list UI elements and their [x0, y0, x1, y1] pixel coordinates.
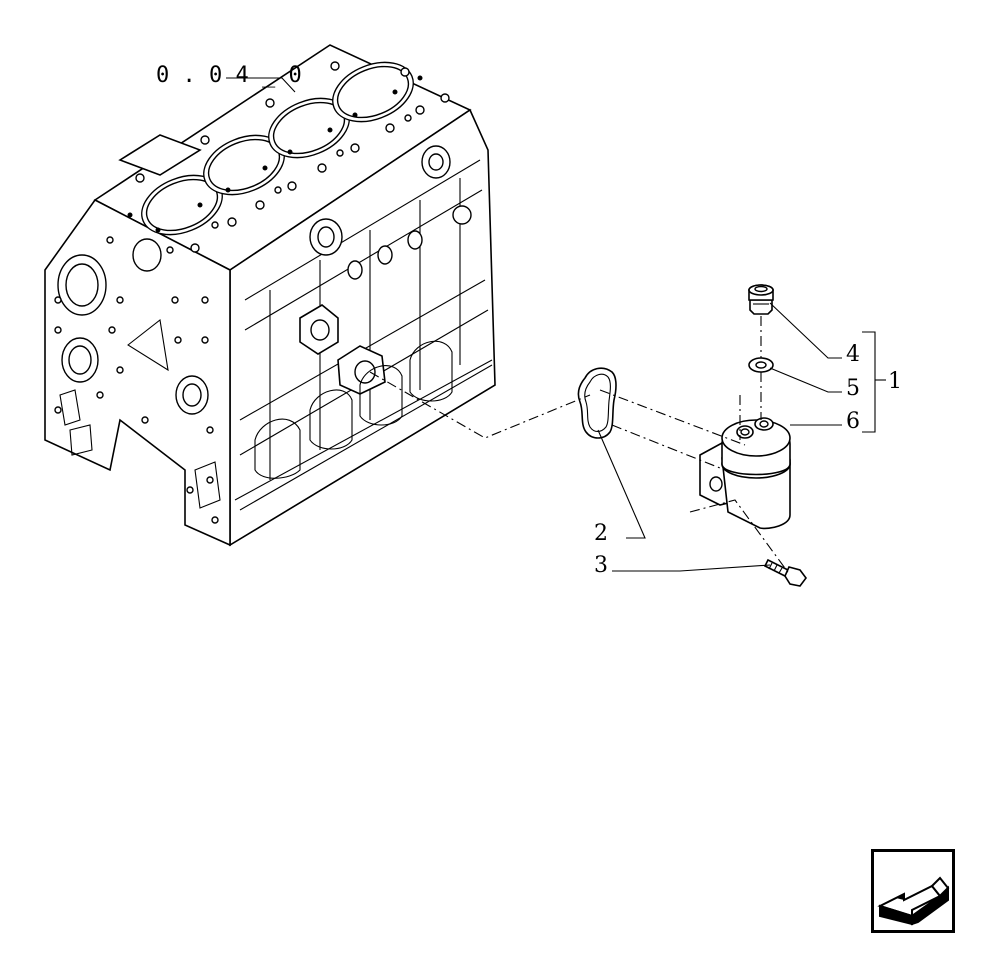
fuel-pump: [699, 417, 791, 530]
back-button[interactable]: [871, 849, 955, 933]
arrow-back-icon: [877, 876, 950, 926]
engine-block: [44, 44, 496, 547]
fitting: [748, 284, 774, 315]
callout-1: 1: [888, 369, 902, 394]
assembly-reference: 0 . 0 4 _ 0: [156, 63, 302, 88]
callout-6: 6: [846, 409, 860, 434]
callout-4: 4: [846, 342, 860, 367]
bolt: [763, 558, 807, 587]
callout-2: 2: [594, 521, 608, 546]
gasket: [577, 367, 617, 439]
assembly-centerlines: [369, 316, 791, 576]
leader-lines: [226, 77, 886, 572]
washer: [748, 357, 774, 373]
callout-5: 5: [846, 376, 860, 401]
callout-3: 3: [594, 553, 608, 578]
